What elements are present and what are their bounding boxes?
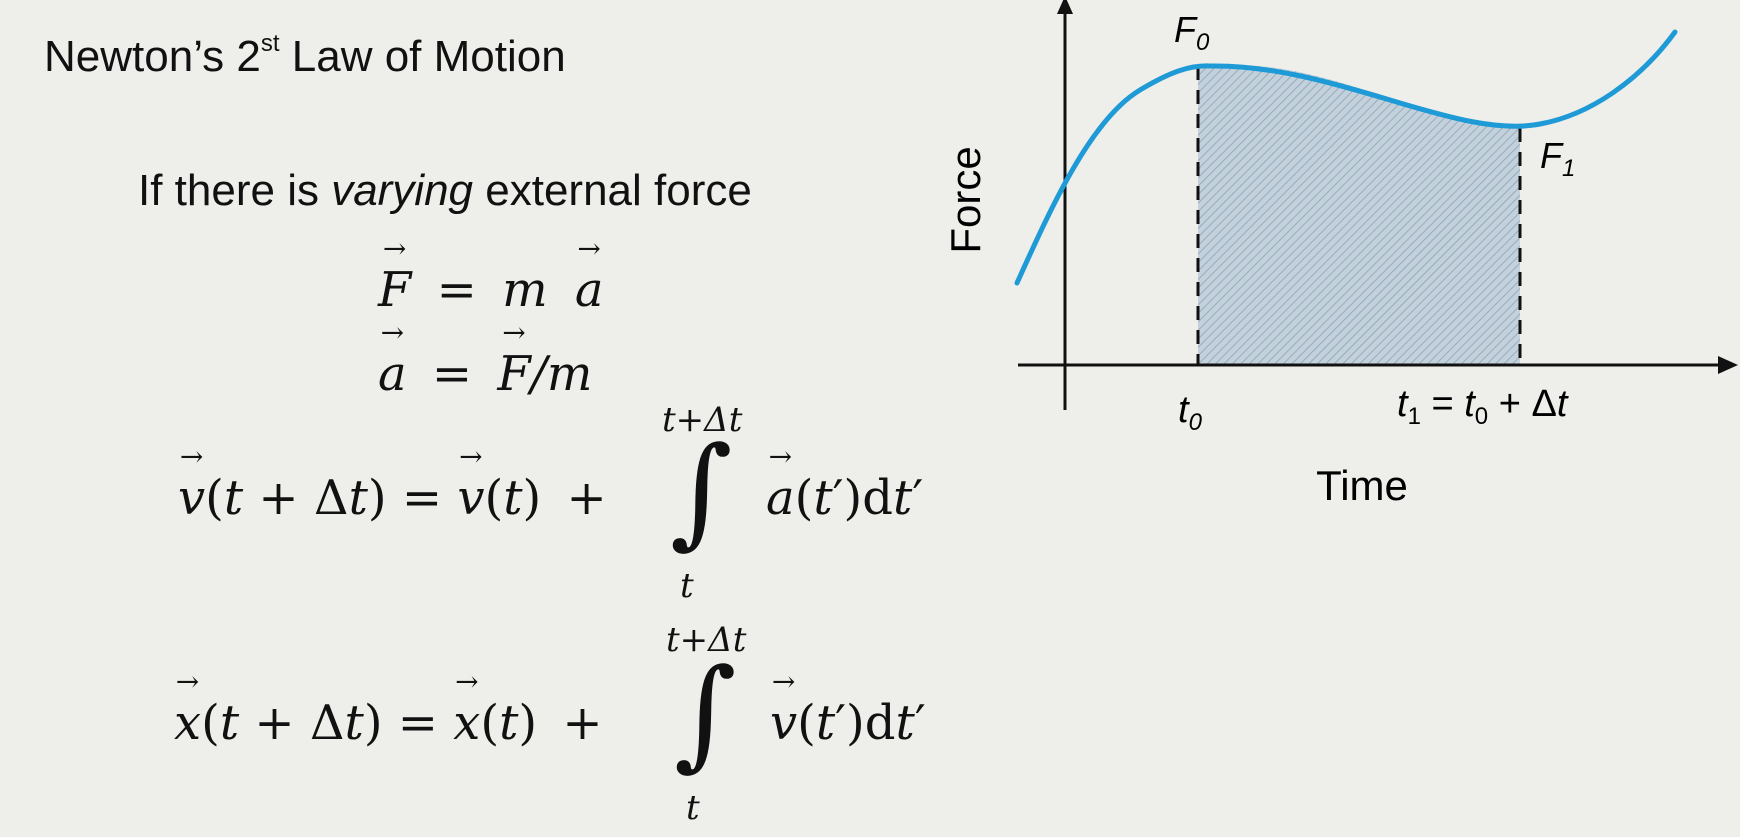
plus-sign: +	[562, 695, 603, 751]
slide-title: Newton’s 2st Law of Motion	[44, 30, 566, 82]
force-vector: F	[378, 262, 411, 318]
integrand-acceleration: a(t′)dt′	[766, 470, 923, 526]
force-time-chart: F0 F1 t0 t1 = t0 + Δt Force Time	[900, 0, 1740, 525]
title-superscript: st	[260, 30, 280, 57]
subtitle: If there is varying external force	[138, 166, 752, 216]
integral-sign: ∫	[674, 644, 737, 783]
equals-sign: =	[431, 346, 473, 402]
subtitle-post: external force	[473, 166, 752, 215]
integral-upper-limit: t+Δt	[666, 620, 747, 660]
integrand-velocity: v(t′)dt′	[770, 695, 926, 751]
y-axis-arrow	[1057, 0, 1073, 14]
title-text: Newton’s 2	[44, 32, 261, 81]
acceleration-vector: a	[378, 346, 407, 402]
force-curve	[1014, 29, 1678, 286]
position-vector-rhs: x	[453, 695, 480, 751]
tick-label-t1: t1 = t0 + Δt	[1397, 383, 1569, 430]
equation-force: F = m a	[378, 262, 603, 318]
y-axis-label: Force	[942, 146, 989, 253]
label-F1: F1	[1540, 135, 1575, 182]
label-F0: F0	[1174, 9, 1210, 56]
plus-sign: +	[566, 470, 607, 526]
integral-lower-limit: t	[686, 788, 700, 828]
subtitle-pre: If there is	[138, 166, 332, 215]
tick-label-t0: t0	[1178, 389, 1203, 436]
force-vector: F	[497, 346, 530, 402]
equation-velocity: v(t + Δt) = v(t) +	[178, 470, 617, 526]
acceleration-vector: a	[575, 262, 604, 318]
position-vector: x	[174, 695, 201, 751]
equation-acceleration: a = F/m	[378, 346, 592, 402]
x-axis-arrow	[1718, 356, 1738, 374]
mass-symbol: m	[502, 262, 548, 318]
equals-sign: =	[436, 262, 477, 318]
title-text-rest: Law of Motion	[279, 32, 566, 81]
integral-upper-limit: t+Δt	[662, 400, 743, 440]
chart-svg: F0 F1 t0 t1 = t0 + Δt Force Time	[942, 0, 1738, 509]
integral-sign: ∫	[670, 422, 733, 561]
shaded-area-impulse	[1198, 65, 1520, 366]
x-axis-label: Time	[1316, 462, 1408, 509]
velocity-vector-rhs: v	[457, 470, 484, 526]
equation-position: x(t + Δt) = x(t) +	[174, 695, 613, 751]
velocity-vector: v	[178, 470, 205, 526]
divide-by-mass: /m	[530, 346, 593, 402]
integral-lower-limit: t	[680, 566, 694, 606]
subtitle-emphasis: varying	[331, 166, 474, 215]
